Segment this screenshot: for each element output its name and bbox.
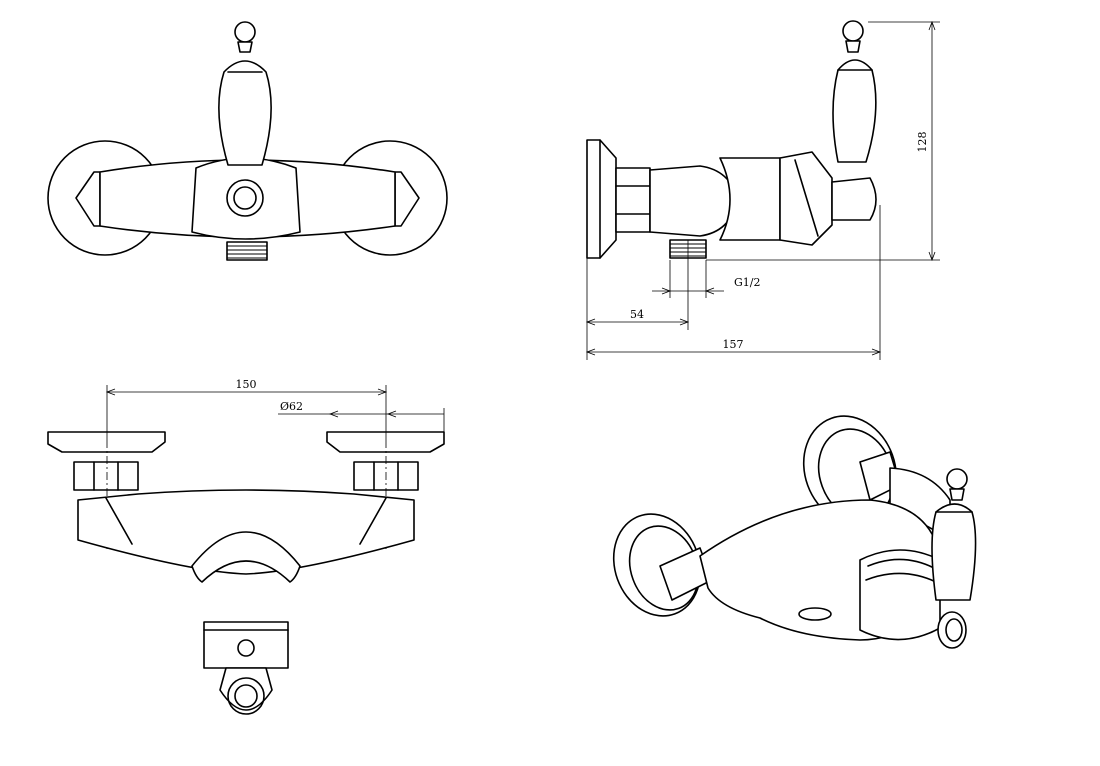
side-view: 128 G1/2 54 157 [585, 20, 940, 360]
top-right-flange [326, 431, 445, 453]
iso-view [612, 415, 977, 649]
front-view [47, 21, 448, 261]
dim-wall-to-outlet-label: 54 [630, 308, 644, 321]
dim-thread-label: G1/2 [734, 276, 761, 289]
side-spindle-cap [831, 177, 877, 221]
top-spindle-outer [227, 677, 265, 715]
dim-height: 128 [706, 20, 940, 262]
front-spindle-outer [226, 179, 264, 217]
dim-depth: 157 [585, 205, 882, 360]
front-spindle-inner [233, 186, 257, 210]
front-left-nut [75, 171, 101, 227]
dim-flange-diameter: Ø62 [278, 400, 445, 432]
dim-flange-diameter-label: Ø62 [280, 400, 303, 413]
side-body [719, 157, 781, 241]
iso-handle-knob [946, 468, 968, 490]
top-spindle-inner [234, 684, 258, 708]
side-handle-knob [842, 20, 864, 42]
side-hex-nut [615, 167, 651, 233]
dim-wall-to-outlet: 54 [585, 240, 690, 360]
front-handle-lever [218, 60, 272, 166]
iso-cartridge-ring [859, 549, 941, 641]
top-left-flange [47, 431, 166, 453]
side-handle-lever [832, 59, 877, 163]
front-outlet-thread [226, 241, 268, 261]
top-handle-base [219, 667, 273, 711]
dim-centers-label: 150 [236, 378, 257, 391]
iso-outlet-thread [798, 607, 832, 621]
front-right-nut [394, 171, 420, 227]
dim-thread: G1/2 [652, 260, 761, 298]
front-handle-knob [234, 21, 256, 43]
iso-spindle-inner [945, 618, 963, 642]
dim-height-label: 128 [916, 132, 929, 153]
top-handle-screw [237, 639, 255, 657]
top-handle-cap [203, 621, 289, 669]
top-left-nut [73, 461, 139, 491]
top-cartridge-arch [191, 531, 301, 583]
dim-centers: 150 [105, 378, 388, 440]
iso-handle-lever [931, 503, 977, 601]
side-wall-plate [586, 139, 617, 259]
top-view: 150 Ø62 [47, 378, 445, 715]
side-elbow [649, 165, 739, 237]
front-center-housing [191, 157, 301, 240]
front-handle-neck [237, 41, 253, 53]
dim-depth-label: 157 [723, 338, 744, 351]
